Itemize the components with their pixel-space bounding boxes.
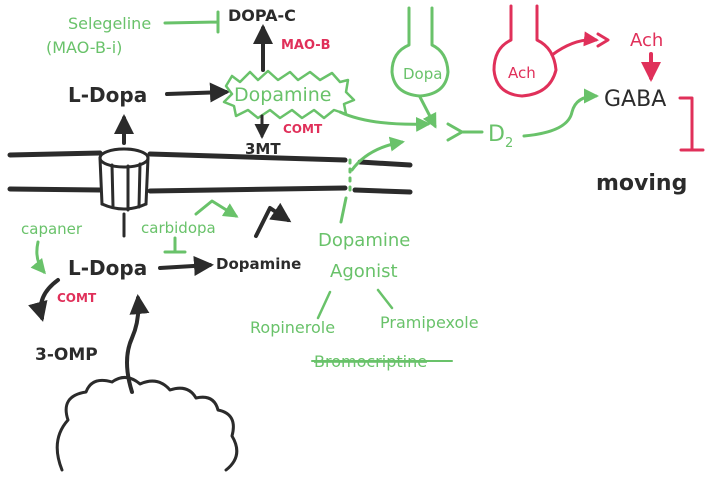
agonist-to-d2-arrow [350, 136, 405, 172]
ach-release-arrow [550, 31, 599, 57]
transporter-channel [98, 147, 150, 238]
intestine-to-ldopa-arrow [125, 294, 150, 394]
d2-main: D [488, 122, 505, 147]
ldopa-to-3omp-arrow [28, 278, 60, 322]
ach-receptor [596, 32, 610, 48]
l-dopa-top-label: L-Dopa [68, 83, 147, 107]
mao-b-i-label: (MAO-B-i) [46, 38, 122, 57]
capaner-arrow [30, 240, 46, 275]
ach-vesicle-label: Ach [508, 64, 536, 82]
d2-receptor-symbol [446, 122, 484, 142]
d2-subscript: 2 [505, 136, 513, 151]
ach-label: Ach [630, 30, 663, 51]
comt-bottom-label: COMT [57, 291, 97, 305]
gaba-inhibits-moving [678, 96, 705, 152]
dopa-vesicle-label: Dopa [403, 65, 442, 83]
agonist-from-membrane-line [339, 196, 348, 224]
pramipexole-label: Pramipexole [380, 313, 479, 332]
dopamine-crossing-arrow [254, 202, 292, 238]
ldopa-to-dopamine-arrow [165, 82, 230, 103]
moving-label: moving [596, 171, 687, 196]
carbidopa-inhibit [163, 236, 187, 254]
dopamine-top-label: Dopamine [234, 84, 331, 106]
3-omp-label: 3-OMP [35, 345, 98, 365]
d2-to-gaba-arrow [522, 88, 599, 138]
mao-b-label: MAO-B [281, 38, 331, 53]
intestine-shape [55, 376, 239, 472]
d2-label: D2 [488, 122, 513, 151]
l-dopa-bottom-label: L-Dopa [68, 256, 147, 280]
cell-membrane [7, 150, 413, 195]
agonist-branch-lines [316, 288, 394, 320]
ach-vesicle-terminal [492, 4, 558, 98]
dopamine-agonist-label-2: Agonist [330, 261, 398, 282]
3mt-label: 3MT [245, 140, 281, 158]
ldopa-to-dopamine-bottom-arrow [158, 255, 214, 276]
comt-top-label: COMT [283, 122, 323, 136]
carbidopa-arrow [194, 199, 239, 218]
dopamine-release-arrow [338, 110, 431, 132]
carbidopa-label: carbidopa [141, 219, 216, 237]
capaner-label: capaner [21, 220, 83, 238]
selegeline-label: Selegeline [68, 14, 151, 33]
gaba-label: GABA [604, 87, 666, 112]
dopamine-bottom-label: Dopamine [216, 255, 301, 273]
dopa-vesicle-release-arrow [418, 95, 437, 129]
dopamine-agonist-label-1: Dopamine [318, 230, 410, 251]
dopamine-burst-shape [222, 69, 356, 120]
selegeline-inhibits-arrow [163, 10, 220, 34]
dopa-c-label: DOPA-C [228, 6, 296, 25]
ropinerole-label: Ropinerole [250, 318, 335, 337]
